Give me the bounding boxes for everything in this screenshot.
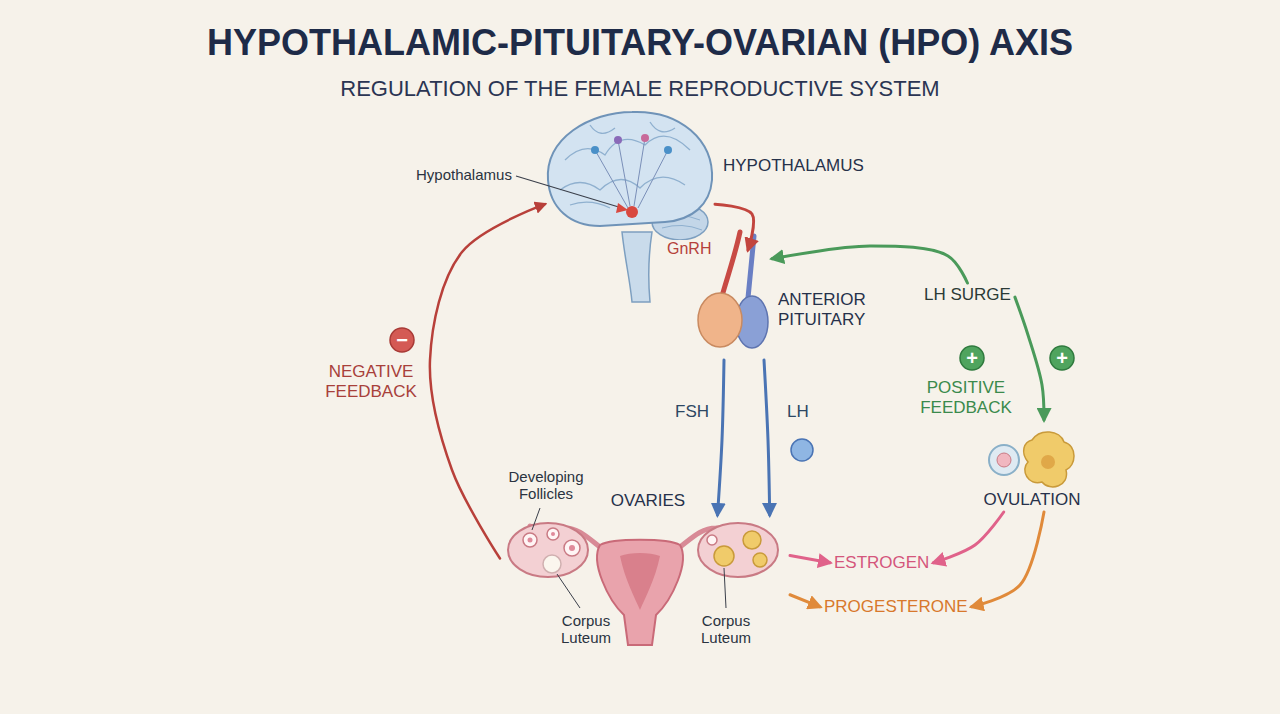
left-ovary (508, 523, 588, 577)
plus-sign: + (966, 348, 978, 368)
edge-label: LH (784, 402, 812, 422)
node-label: HYPOTHALAMUS (723, 156, 864, 176)
connector-arrow (790, 595, 820, 607)
connector-arrow (933, 512, 1003, 563)
ovaries-region: OVARIES (500, 515, 790, 660)
edge-label: GnRH (664, 240, 714, 258)
oocyte (528, 538, 533, 543)
plus-sign: + (1056, 348, 1068, 368)
node-label: OVULATION (984, 490, 1081, 510)
leader-line (532, 508, 540, 530)
ovulation-illustration (989, 432, 1074, 487)
neuron (664, 146, 672, 154)
connector-arrow (764, 360, 770, 515)
callout-label: Corpus Luteum (690, 612, 762, 647)
corpus-luteum (714, 546, 734, 566)
leader-line (557, 574, 580, 608)
oocyte (569, 545, 575, 551)
neuron (591, 146, 599, 154)
callout-label: Developing Follicles (500, 468, 592, 503)
pituitary-gland: ANTERIOR PITUITARY (692, 250, 772, 360)
hormone-label: ESTROGEN (830, 551, 933, 575)
hormone-dot (791, 439, 813, 461)
neuron (614, 136, 622, 144)
follicle (523, 533, 537, 547)
brainstem (622, 232, 652, 302)
minus-sign: − (396, 330, 408, 350)
leader-line (724, 568, 726, 608)
ruptured-follicle (1024, 432, 1074, 487)
node-label: ANTERIOR PITUITARY (778, 290, 878, 329)
released-egg (989, 445, 1019, 475)
plus-badge (960, 346, 984, 370)
callout-label: Hypothalamus (416, 166, 512, 183)
connector-arrow (430, 204, 545, 558)
node-label: ESTROGEN (834, 553, 929, 573)
feedback-label: POSITIVE FEEDBACK (914, 378, 1018, 417)
node-label: PROGESTERONE (824, 597, 968, 617)
connector-arrow (718, 360, 725, 515)
connector-arrow (1015, 297, 1044, 420)
uterine-cavity (620, 553, 660, 610)
oocyte (551, 532, 555, 536)
title: HYPOTHALAMIC-PITUITARY-OVARIAN (HPO) AXI… (207, 22, 1073, 64)
cerebrum (548, 112, 712, 226)
connector-arrow (972, 512, 1044, 607)
leader-arrowhead (616, 203, 628, 213)
follicle-center (1041, 455, 1055, 469)
leader-line (516, 176, 622, 208)
follicle (707, 535, 717, 545)
corpus-luteum (753, 553, 767, 567)
brain-region: HYPOTHALAMUS (545, 112, 715, 240)
uterus (597, 540, 683, 645)
neuron (641, 134, 649, 142)
right-ovary (698, 523, 778, 577)
edge-label: NEGATIVE FEEDBACK (318, 362, 424, 401)
egg-nucleus (997, 453, 1011, 467)
anterior-lobe (698, 293, 742, 347)
corpus-luteum (543, 555, 561, 573)
subtitle: REGULATION OF THE FEMALE REPRODUCTIVE SY… (340, 76, 939, 101)
minus-badge (390, 328, 414, 352)
node-label: OVARIES (611, 491, 685, 511)
ovulation-region: OVULATION (975, 420, 1090, 512)
corpus-luteum (743, 531, 761, 549)
edge-label: FSH (672, 402, 712, 422)
hypothalamus-spot (626, 206, 638, 218)
follicle (564, 540, 580, 556)
connector-arrow (772, 246, 967, 283)
plus-badge (1050, 346, 1074, 370)
node-label: LH SURGE (924, 285, 1011, 305)
callout-label: Corpus Luteum (550, 612, 622, 647)
connector-arrow (715, 204, 754, 250)
neuron-axons (595, 138, 668, 208)
brain (548, 112, 712, 302)
follicle (547, 528, 559, 540)
portal-vessel (722, 232, 740, 296)
lh-surge-label: LH SURGE (920, 283, 1015, 307)
connector-arrow (790, 556, 830, 563)
hormone-label: PROGESTERONE (820, 595, 972, 619)
